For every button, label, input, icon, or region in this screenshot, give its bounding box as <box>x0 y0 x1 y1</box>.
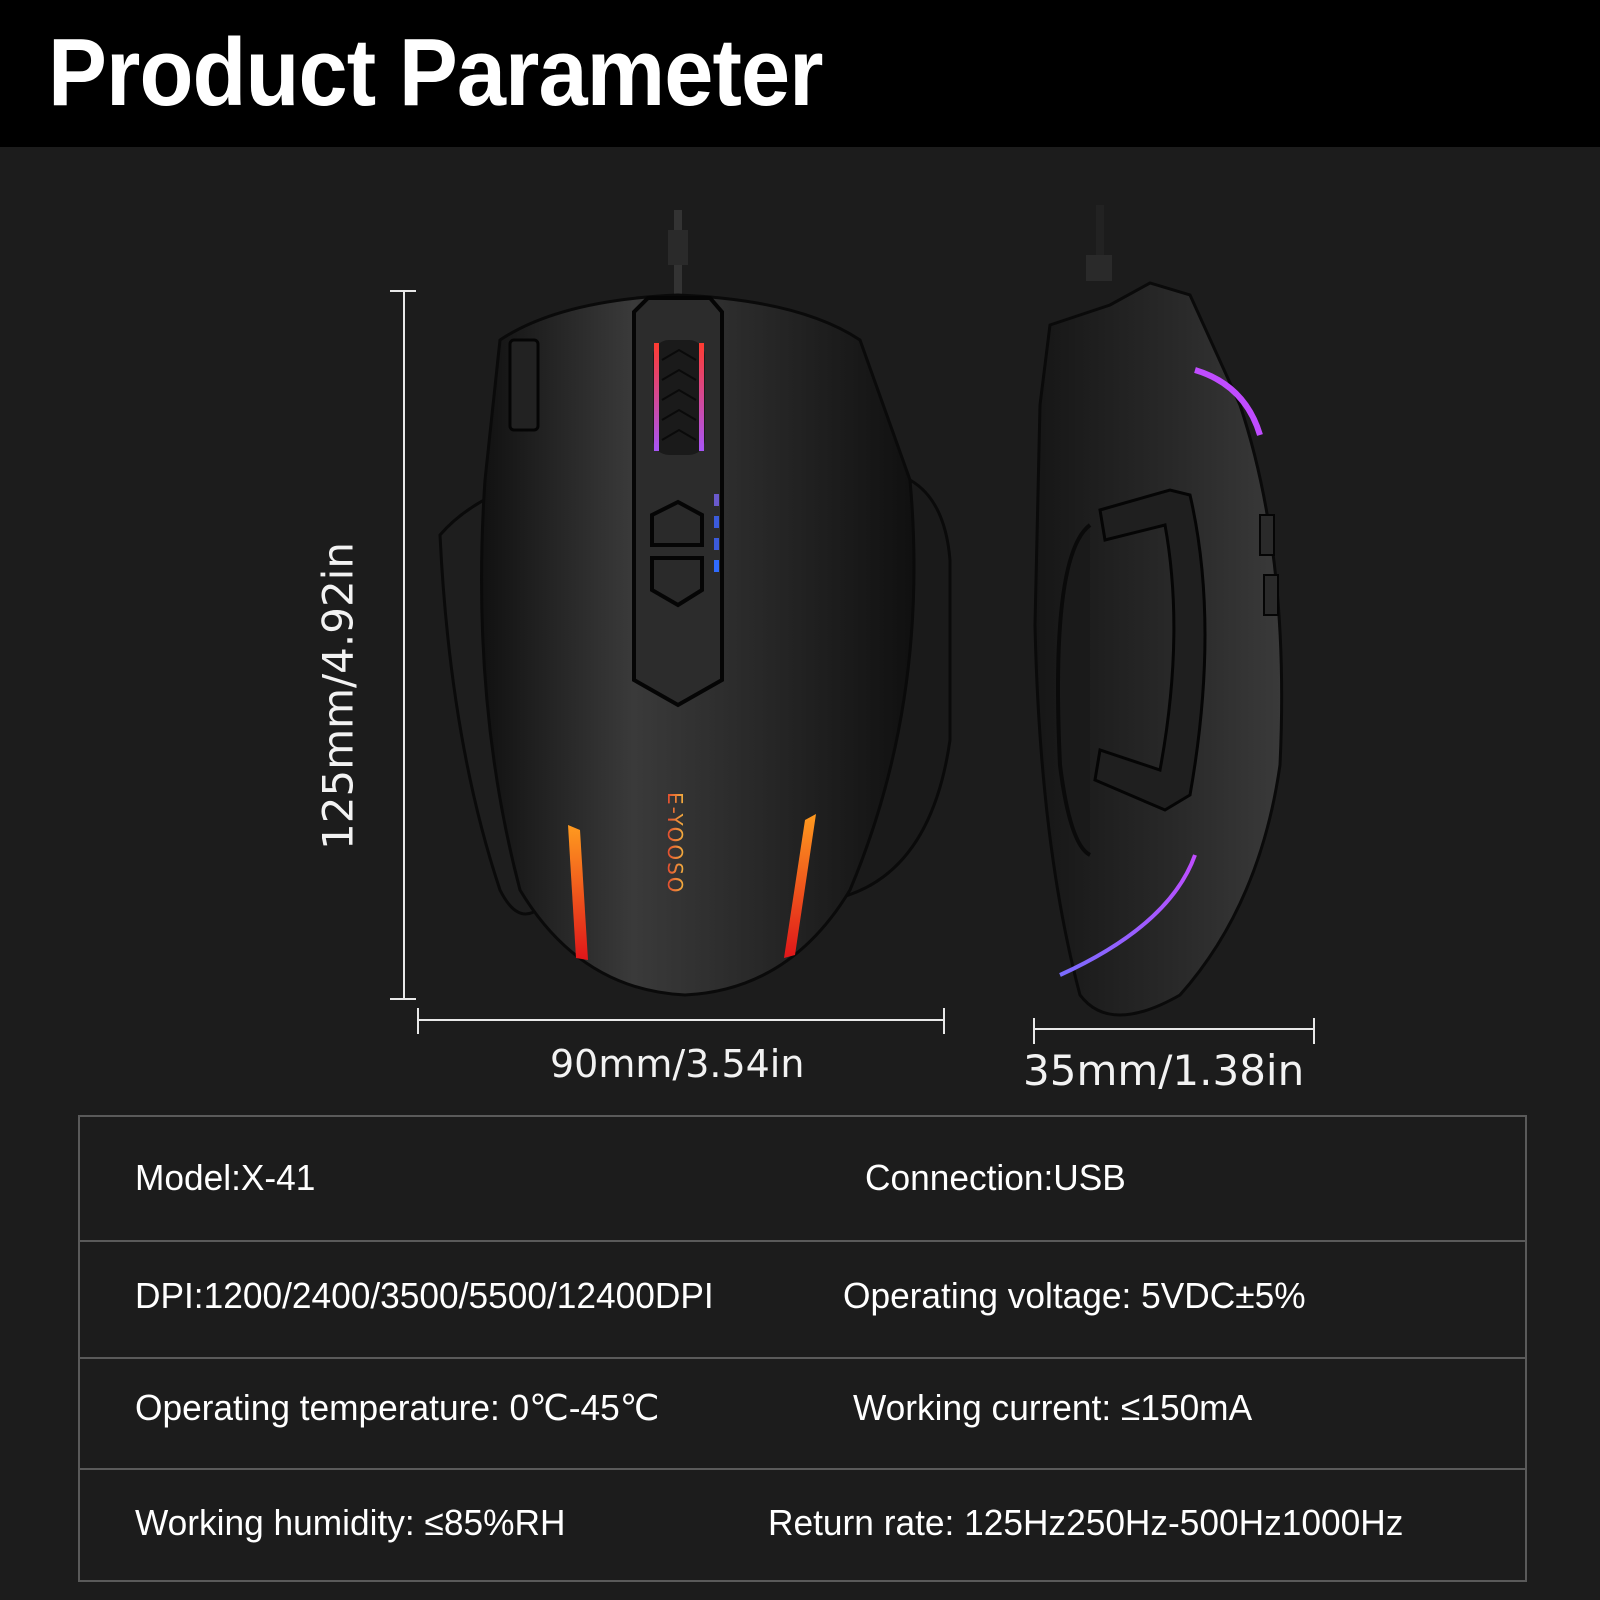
spec-humidity: Working humidity: ≤85%RH <box>135 1502 566 1543</box>
length-dimension-line <box>403 291 405 999</box>
width-dimension-line <box>418 1019 944 1021</box>
spec-current: Working current: ≤150mA <box>853 1387 1253 1428</box>
width-dimension-cap-left <box>417 1008 419 1034</box>
length-dimension-text: 125mm/4.92in <box>313 542 363 850</box>
height-dimension-line <box>1034 1028 1314 1030</box>
spec-row: Operating temperature: 0℃-45℃ Working cu… <box>80 1357 1525 1468</box>
spec-table: Model:X-41 Connection:USB DPI:1200/2400/… <box>78 1115 1527 1582</box>
spec-dpi: DPI:1200/2400/3500/5500/12400DPI <box>135 1275 714 1316</box>
spec-model: Model:X-41 <box>135 1157 316 1198</box>
spec-return-rate: Return rate: 125Hz250Hz-500Hz1000Hz <box>768 1502 1404 1543</box>
spec-temperature: Operating temperature: 0℃-45℃ <box>135 1387 660 1428</box>
mouse-top-view-image: E-YOOSO <box>438 210 952 997</box>
height-dimension-label: 35mm/1.38in <box>1023 1046 1305 1095</box>
page-title: Product Parameter <box>48 19 824 126</box>
spec-row: Working humidity: ≤85%RH Return rate: 12… <box>80 1468 1525 1582</box>
spec-connection: Connection:USB <box>865 1157 1126 1198</box>
spec-row: DPI:1200/2400/3500/5500/12400DPI Operati… <box>80 1240 1525 1357</box>
mouse-side-view-image <box>1033 205 1284 1017</box>
height-dimension-cap-right <box>1313 1018 1315 1044</box>
height-dimension-cap-left <box>1033 1018 1035 1044</box>
brand-logo: E-YOOSO <box>663 792 687 895</box>
spec-row: Model:X-41 Connection:USB <box>80 1117 1525 1240</box>
header-bar: Product Parameter <box>0 0 1600 147</box>
spec-voltage: Operating voltage: 5VDC±5% <box>843 1275 1306 1316</box>
width-dimension-cap-right <box>943 1008 945 1034</box>
width-dimension-label: 90mm/3.54in <box>550 1042 805 1086</box>
length-dimension-cap-bottom <box>390 998 416 1000</box>
